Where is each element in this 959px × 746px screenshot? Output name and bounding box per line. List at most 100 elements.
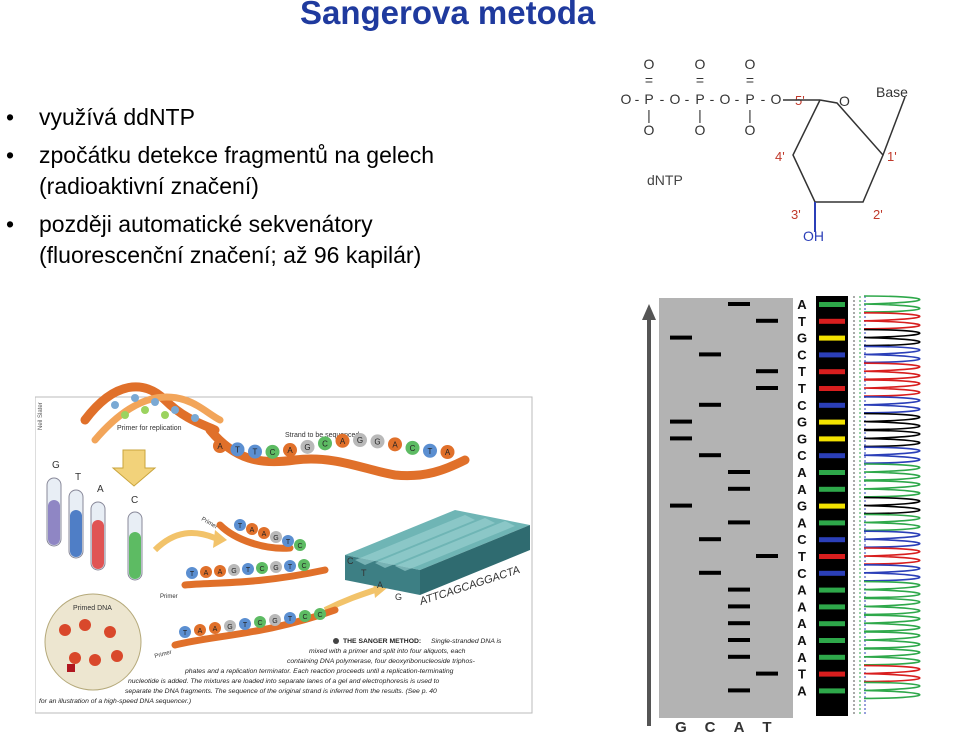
sequence-letter: A (797, 633, 807, 648)
trace-peak (863, 412, 921, 431)
chain-base-letter: A (218, 569, 223, 576)
color-bar (819, 369, 845, 375)
color-bar (819, 570, 845, 576)
oxygen-label: O (644, 122, 655, 138)
chain-base-node (284, 560, 296, 572)
gel-lane-label-a: A (377, 580, 383, 590)
trace-peak (863, 362, 921, 380)
chain-base-node (214, 565, 226, 577)
gel-band (756, 318, 778, 323)
strand-base-node (388, 437, 402, 452)
gel-band (699, 537, 721, 542)
trace-peak (863, 614, 921, 632)
chain-base-letter: A (204, 570, 209, 577)
chain-base-node (298, 559, 310, 571)
strand-base-node (283, 443, 297, 458)
caption-line: Single-stranded DNA is (431, 638, 502, 645)
dntp-structure-diagram: O O O === O - P - O - P - O - P - O ||| … (621, 56, 909, 244)
color-bars (819, 302, 845, 694)
strand-base-letter: C (410, 444, 416, 453)
chain-base-letter: C (301, 563, 306, 570)
sequence-letter: G (797, 415, 807, 430)
trace-peak (863, 328, 921, 347)
color-bar (819, 520, 845, 526)
trace-peak (863, 480, 921, 498)
trace-peak (863, 530, 921, 548)
gel-band (728, 470, 750, 474)
tube-label-g: G (52, 460, 60, 471)
strand-base-letter: G (304, 443, 310, 452)
sequence-letter: G (797, 499, 807, 514)
bullet-text: později automatické sekvenátory (39, 211, 373, 237)
chain-base-node (270, 561, 282, 573)
illustrator-credit: Neil Slater (38, 402, 44, 430)
strand-base-node (248, 444, 262, 459)
gel-band (728, 638, 750, 642)
color-bar (819, 554, 845, 559)
chain-base-letter: C (297, 543, 302, 550)
gel-band (728, 621, 750, 626)
phosphorus-label: P (644, 91, 653, 107)
chain-base-letter: T (288, 616, 293, 623)
gel-bands (670, 302, 778, 693)
strand-base-node (318, 436, 332, 451)
bullet-item-ddntp: • využívá ddNTP (0, 102, 610, 133)
bullet-text: využívá ddNTP (39, 104, 195, 130)
ring-oxygen-label: O (839, 93, 850, 109)
sequence-letter: C (797, 398, 807, 413)
chain-base-letter: C (317, 612, 322, 619)
oxygen-label: O (745, 122, 756, 138)
chain-base-node (246, 523, 258, 535)
position-2-label: 2' (873, 207, 883, 222)
position-3-label: 3' (791, 207, 801, 222)
strand-base-letter: G (357, 436, 363, 445)
svg-text:=: = (746, 72, 754, 88)
strand-base-letter: T (235, 445, 240, 454)
bullet-dot: • (6, 211, 15, 237)
chain-base-letter: G (231, 568, 236, 575)
gel-band (728, 486, 750, 491)
trace-peak (863, 312, 921, 330)
chain-base-letter: T (238, 523, 243, 530)
color-bar (819, 503, 845, 509)
svg-text:|: | (647, 107, 651, 123)
trace-peak (863, 648, 921, 666)
sequence-letter: A (797, 515, 807, 530)
gel-lane-label-c: C (347, 556, 354, 566)
oxygen-label: O (695, 56, 706, 72)
caption-line: phates and a replication terminator. Eac… (184, 668, 454, 675)
base-label: Base (876, 84, 908, 100)
bullet-text: (fluorescenční značení; až 96 kapilár) (39, 242, 422, 268)
trace-peak (863, 681, 921, 700)
chain-base-node (314, 608, 326, 620)
svg-text:-: - (685, 91, 690, 107)
strand-base-letter: A (217, 442, 223, 451)
phosphorus-label: P (695, 91, 704, 107)
gel-band (756, 554, 778, 558)
trace-peak (863, 429, 921, 448)
trace-peak (863, 631, 921, 649)
sequencing-gel-slab (345, 510, 530, 595)
color-bar (819, 318, 845, 324)
chain-base-letter: T (286, 539, 291, 546)
color-bar (819, 604, 845, 610)
trace-peak (863, 597, 921, 616)
trace-peak (863, 379, 921, 397)
sequence-letter: T (798, 364, 806, 379)
gel-band (728, 688, 750, 693)
position-1-label: 1' (887, 149, 897, 164)
trace-peak (863, 564, 921, 582)
color-bar (819, 302, 845, 307)
chain-base-node (242, 563, 254, 575)
chain-base-node (179, 626, 191, 638)
gel-lane-label: G (675, 719, 687, 736)
color-bar (819, 537, 845, 543)
chain-base-letter: A (198, 628, 203, 635)
chain-base-node (284, 612, 296, 624)
phosphorus-label: P (745, 91, 754, 107)
color-bar (819, 335, 845, 341)
chain-base-letter: T (190, 571, 195, 578)
